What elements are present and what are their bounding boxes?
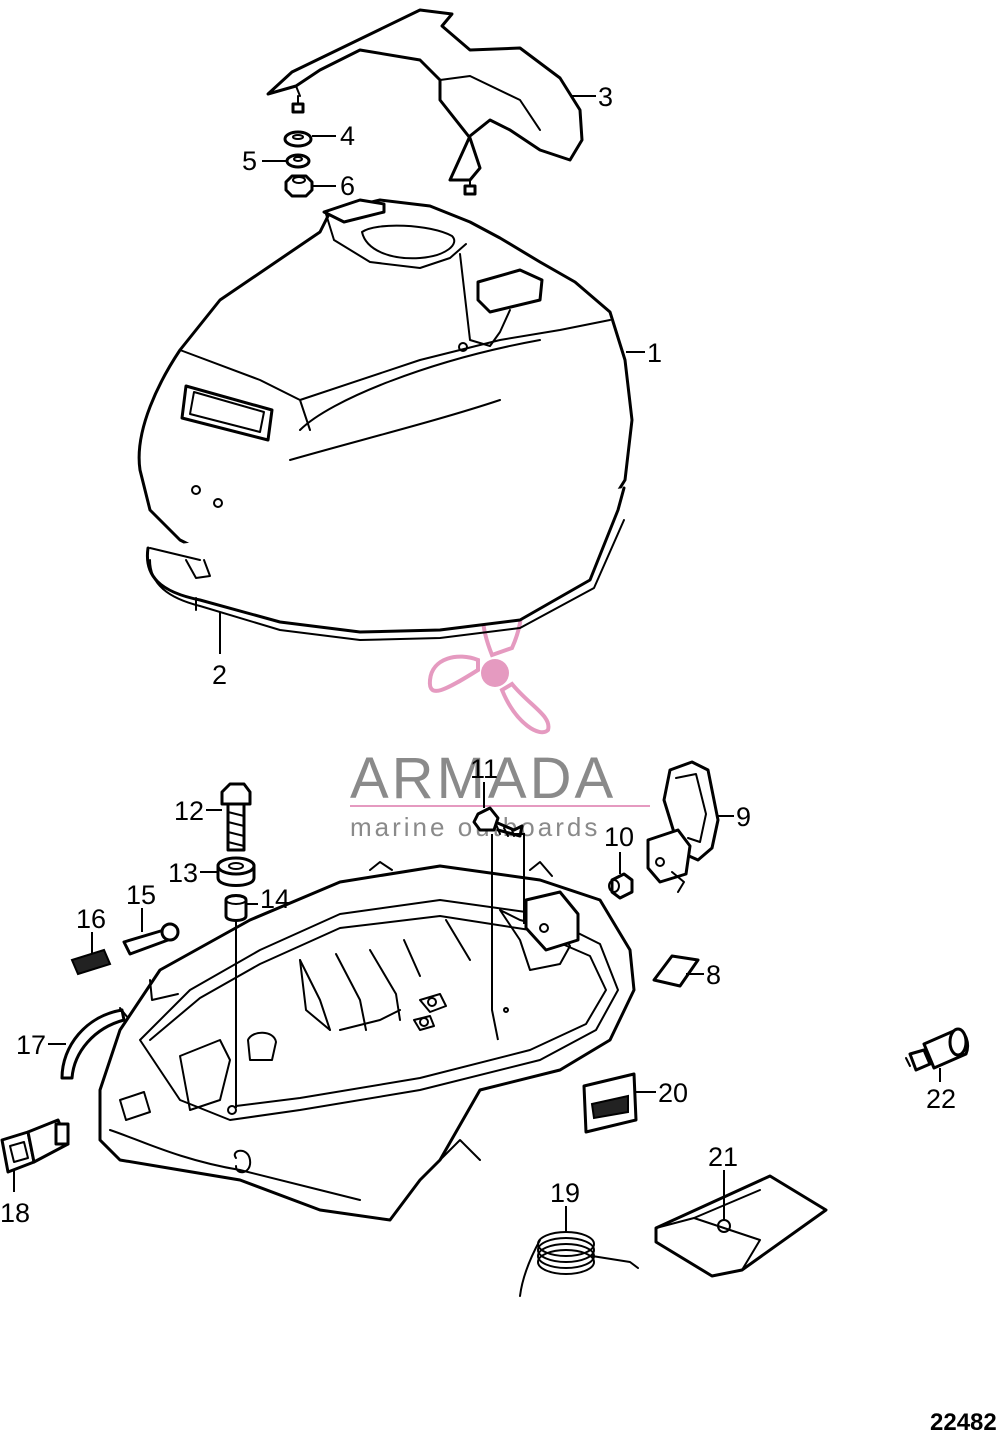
watermark-title: ARMADA bbox=[350, 746, 616, 811]
callout-2: 2 bbox=[212, 660, 227, 690]
part-18-fitting bbox=[0, 1118, 70, 1174]
bottom-cowl bbox=[98, 861, 636, 1222]
part-4-washer bbox=[283, 130, 313, 148]
callout-21: 21 bbox=[708, 1142, 738, 1172]
part-16-pad bbox=[70, 948, 112, 976]
callout-16: 16 bbox=[76, 904, 106, 934]
callout-20: 20 bbox=[658, 1078, 688, 1108]
watermark-subtitle: marine outboards bbox=[350, 812, 600, 842]
callout-9: 9 bbox=[736, 802, 751, 832]
part-10-bushing bbox=[608, 872, 634, 900]
callout-14: 14 bbox=[260, 884, 290, 914]
leader-lines bbox=[13, 95, 941, 1232]
callout-12: 12 bbox=[174, 796, 204, 826]
drawing-number: 22482 bbox=[930, 1409, 997, 1436]
part-3-top-cover-trim bbox=[266, 8, 584, 196]
part-12-bolt bbox=[220, 782, 252, 852]
part-11-screw bbox=[472, 806, 524, 838]
callout-8: 8 bbox=[706, 960, 721, 990]
part-14-spacer bbox=[224, 894, 248, 922]
callout-19: 19 bbox=[550, 1178, 580, 1208]
callout-6: 6 bbox=[340, 171, 355, 201]
callout-22: 22 bbox=[926, 1084, 956, 1114]
part-21-pouch bbox=[654, 1174, 828, 1278]
part-9-latch-handle bbox=[646, 760, 720, 893]
callout-13: 13 bbox=[168, 858, 198, 888]
part-13-grommet bbox=[216, 856, 256, 887]
armada-watermark: ARMADA marine outboards bbox=[350, 587, 650, 842]
part-17-hose bbox=[60, 1007, 129, 1080]
part-20-decal bbox=[582, 1072, 638, 1134]
callout-11: 11 bbox=[470, 754, 498, 784]
part-5-lockwasher bbox=[285, 153, 311, 169]
callout-17: 17 bbox=[16, 1030, 46, 1060]
part-6-nut bbox=[284, 174, 314, 198]
callout-15: 15 bbox=[126, 880, 156, 910]
callout-5: 5 bbox=[242, 146, 257, 176]
callout-1: 1 bbox=[647, 338, 662, 368]
part-2-seal bbox=[145, 486, 626, 641]
callout-18: 18 bbox=[0, 1198, 30, 1228]
part-15-connector bbox=[122, 922, 180, 956]
callout-3: 3 bbox=[598, 82, 613, 112]
part-8-pad bbox=[652, 954, 700, 988]
callout-10: 10 bbox=[604, 822, 634, 852]
part-19-spring bbox=[519, 1231, 639, 1297]
part-22-fitting bbox=[905, 1027, 970, 1072]
callout-4: 4 bbox=[340, 121, 355, 151]
callout-labels: 1 2 3 4 5 6 8 9 10 11 12 13 14 15 16 17 … bbox=[0, 82, 956, 1228]
